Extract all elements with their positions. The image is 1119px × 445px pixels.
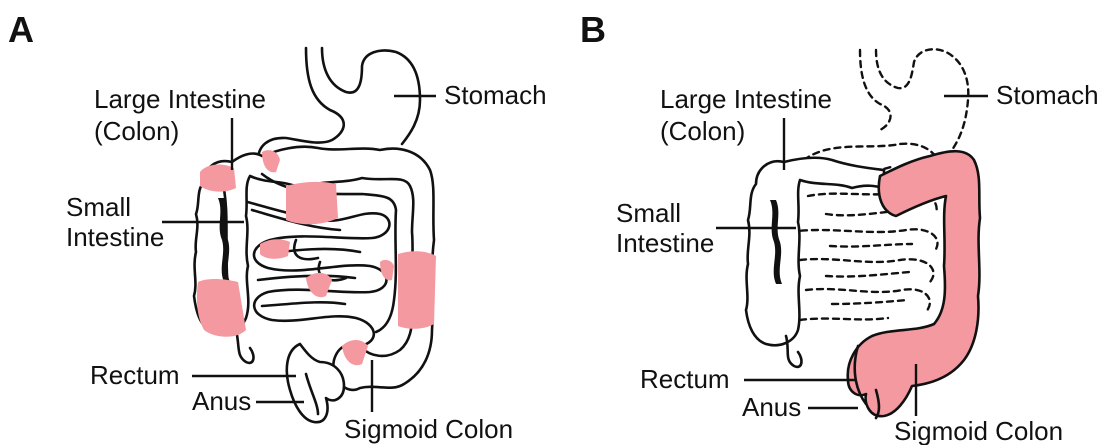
- panel-a-label-sigmoid-colon: Sigmoid Colon: [344, 414, 513, 444]
- panel-a-label-intestine: Intestine: [66, 222, 164, 252]
- panel-b-label-large-intestine: Large Intestine: [660, 84, 832, 114]
- panel-b-colon-inflamed: [848, 151, 980, 416]
- panel-a: A: [8, 9, 547, 444]
- panel-a-label-anus: Anus: [192, 386, 251, 416]
- panel-b-label-colon: (Colon): [660, 116, 745, 146]
- panel-b-label-rectum: Rectum: [640, 364, 730, 394]
- panel-b-label-anus: Anus: [742, 392, 801, 422]
- panel-a-label-stomach: Stomach: [444, 80, 547, 110]
- panel-a-label-small: Small: [66, 192, 131, 222]
- panel-b-colon-ascending: [746, 158, 884, 345]
- panel-b-label-sigmoid-colon: Sigmoid Colon: [894, 416, 1063, 445]
- panel-b-stomach: [860, 49, 968, 150]
- panel-a-label-rectum: Rectum: [90, 360, 180, 390]
- panel-a-label-large-intestine: Large Intestine: [94, 84, 266, 114]
- panel-b-label-intestine: Intestine: [616, 228, 714, 258]
- panel-b-label-stomach: Stomach: [996, 80, 1099, 110]
- panel-a-letter: A: [8, 9, 34, 50]
- panel-a-label-colon: (Colon): [94, 116, 179, 146]
- panel-b-label-small: Small: [616, 198, 681, 228]
- panel-b-letter: B: [580, 9, 606, 50]
- panel-a-stomach: [258, 48, 420, 160]
- panel-b: B Large Intestine (Colon) Stomach Small: [580, 9, 1099, 445]
